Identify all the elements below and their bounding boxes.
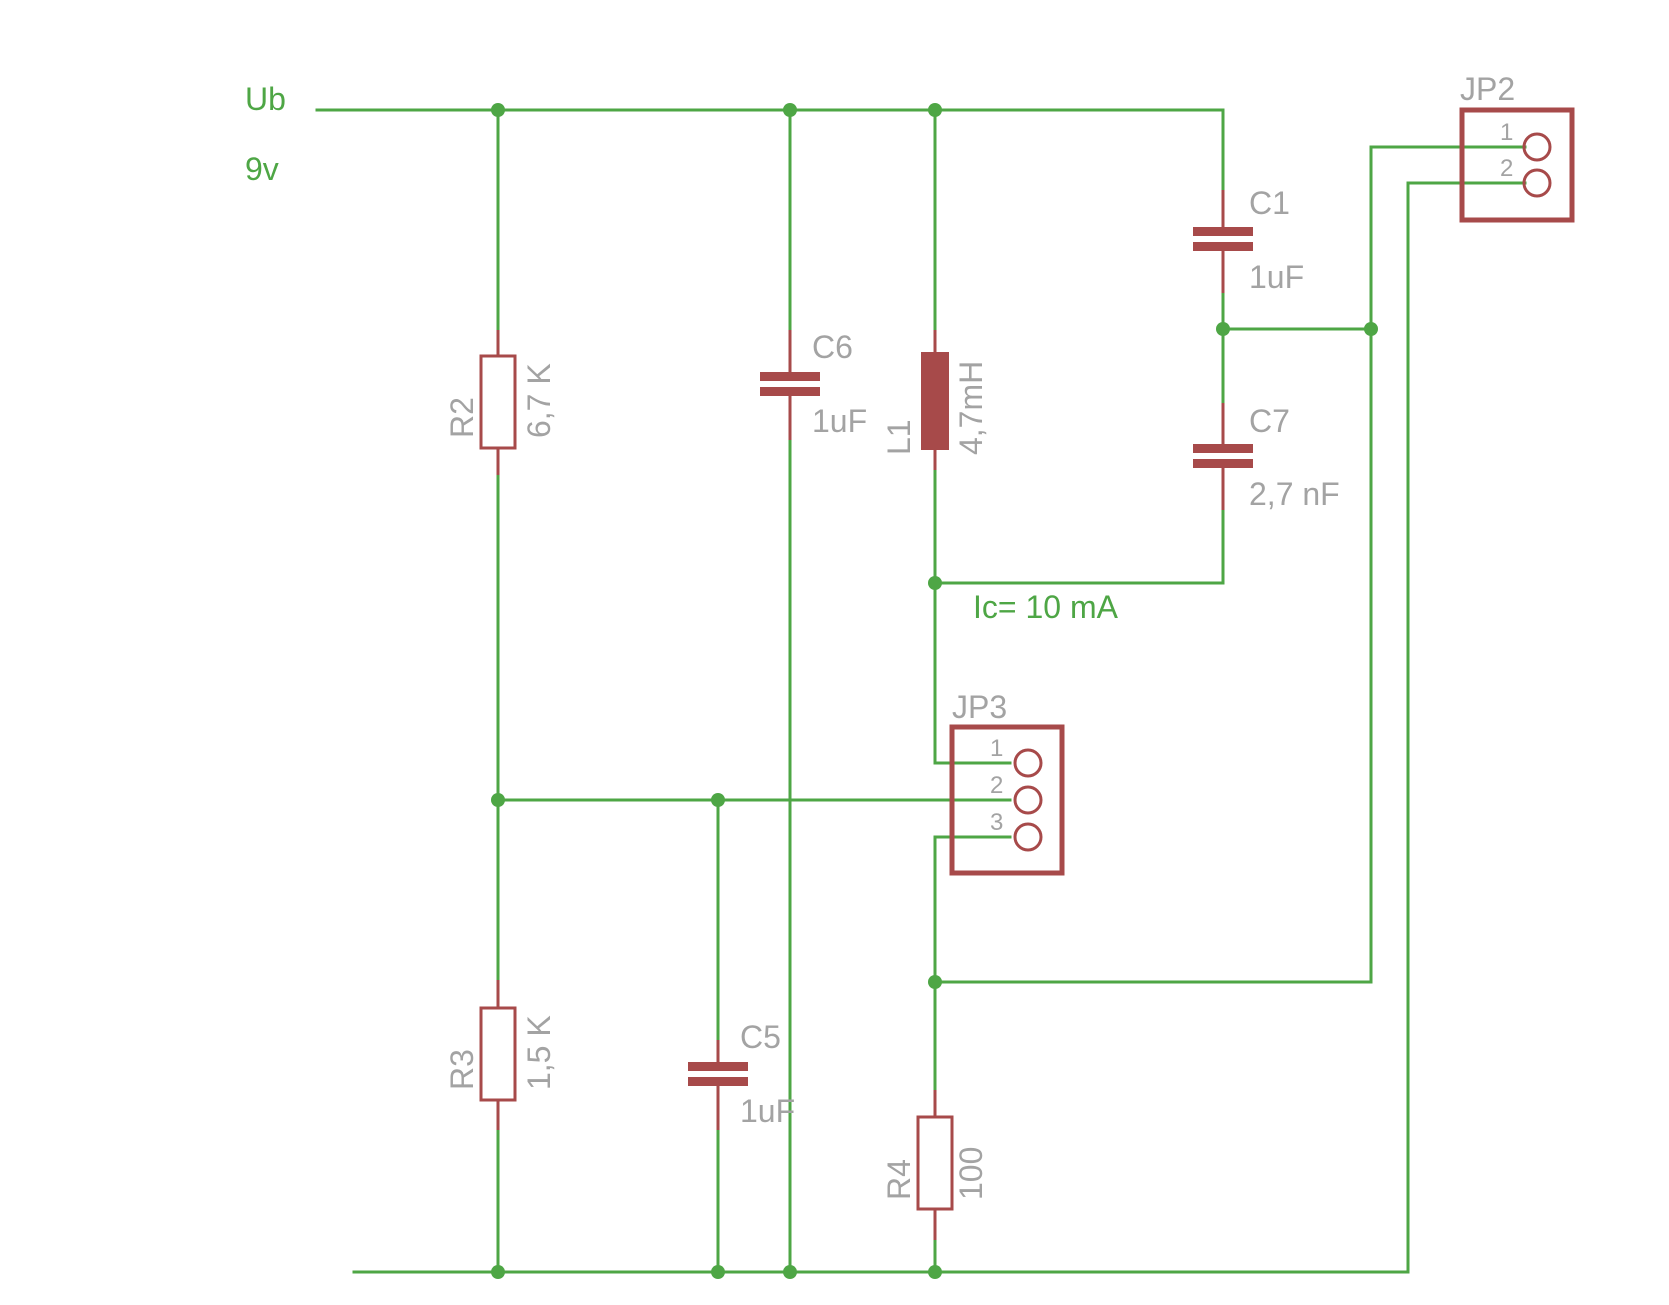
capacitor-c5: C5 1uF (688, 1019, 795, 1130)
c5-name: C5 (740, 1019, 781, 1055)
c1-value: 1uF (1249, 259, 1304, 295)
c6-name: C6 (812, 329, 853, 365)
l1-name: L1 (881, 419, 917, 455)
junction-dot (711, 1265, 725, 1279)
wire-ground-rail (352, 181, 1527, 1274)
junction-dot (928, 1265, 942, 1279)
wire-tap-to-jp2 (1221, 145, 1527, 331)
junction-dot (783, 1265, 797, 1279)
r3-value: 1,5 K (521, 1015, 557, 1090)
jp2-name: JP2 (1460, 71, 1515, 107)
junction-dot (928, 975, 942, 989)
inductor-l1: L1 4,7mH (881, 330, 989, 470)
junction-dot (491, 103, 505, 117)
junction-dot (711, 793, 725, 807)
resistor-r4: R4 100 (881, 1090, 989, 1240)
supply-voltage-label: 9v (245, 151, 279, 187)
junction-dot (928, 103, 942, 117)
jp3-pin-2: 2 (990, 772, 1003, 799)
junction-dot (1364, 322, 1378, 336)
r3-name: R3 (444, 1049, 480, 1090)
jp3-name: JP3 (952, 689, 1007, 725)
connector-jp3: JP3 1 2 3 (949, 689, 1065, 876)
junction-dot (491, 1265, 505, 1279)
junctions (491, 103, 1378, 1279)
junction-dot (491, 793, 505, 807)
capacitor-c1: C1 1uF (1193, 185, 1304, 295)
capacitor-c7: C7 2,7 nF (1193, 403, 1340, 512)
r4-value: 100 (953, 1147, 989, 1200)
c6-value: 1uF (812, 403, 867, 439)
r2-value: 6,7 K (521, 363, 557, 438)
c1-name: C1 (1249, 185, 1290, 221)
junction-dot (928, 576, 942, 590)
r2-name: R2 (444, 397, 480, 438)
junction-dot (1216, 322, 1230, 336)
jp2-pin-2: 2 (1500, 155, 1513, 182)
wire-collector-c7 (933, 508, 1225, 585)
junction-dot (783, 103, 797, 117)
collector-current-label: Ic= 10 mA (973, 589, 1119, 625)
jp3-pin-1: 1 (990, 735, 1003, 762)
resistor-r2: R2 6,7 K (444, 330, 557, 475)
l1-value: 4,7mH (953, 361, 989, 455)
wire-l1-to-jp3 (933, 468, 1012, 765)
resistor-r3: R3 1,5 K (444, 980, 557, 1130)
r4-name: R4 (881, 1159, 917, 1200)
jp3-pin-3: 3 (990, 809, 1003, 836)
connector-jp2: JP2 1 2 (1459, 71, 1575, 223)
capacitor-c6: C6 1uF (760, 329, 867, 440)
supply-name-label: Ub (245, 81, 286, 117)
wire-emitter (933, 835, 1012, 1092)
c5-value: 1uF (740, 1093, 795, 1129)
wires (315, 108, 1527, 1274)
wire-emitter-feedback (933, 327, 1373, 984)
c7-value: 2,7 nF (1249, 476, 1340, 512)
jp2-pin-1: 1 (1500, 119, 1513, 146)
wire-supply-rail (315, 108, 1225, 192)
c7-name: C7 (1249, 403, 1290, 439)
